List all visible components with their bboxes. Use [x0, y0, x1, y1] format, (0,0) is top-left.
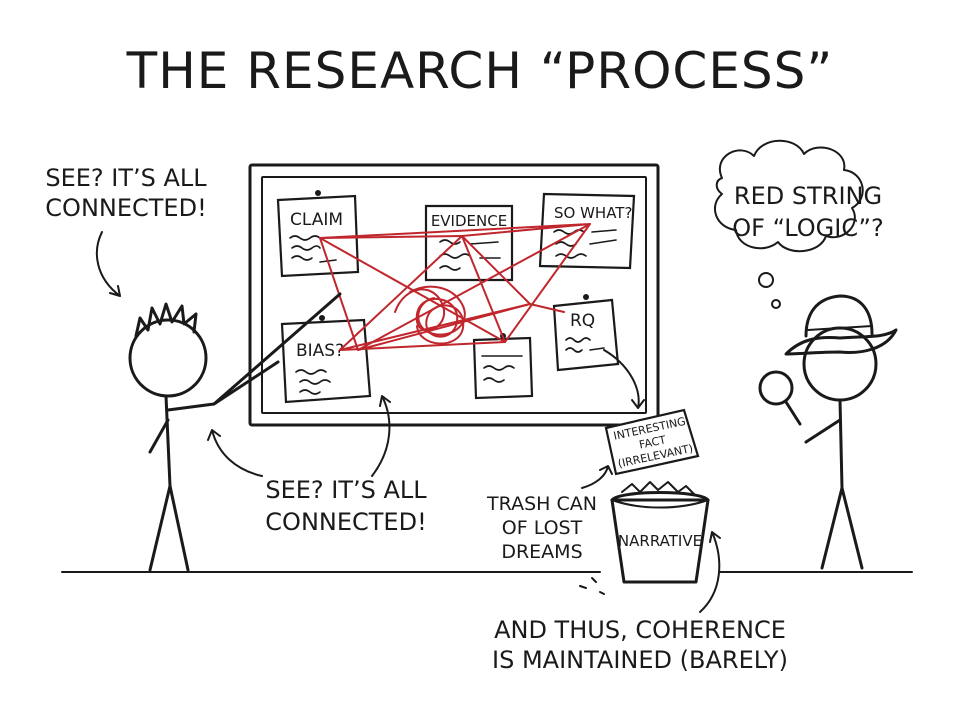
trash-caption-line3: DREAMS [501, 541, 582, 563]
speech-bottom-line2: CONNECTED! [265, 508, 426, 536]
arrow-to-board [371, 395, 391, 477]
speech-bottom-line1: SEE? IT’S ALL [265, 476, 427, 504]
note-claim: CLAIM [276, 190, 360, 278]
red-string [319, 223, 591, 351]
discarded-note [604, 408, 700, 476]
note-bias: BIAS? [280, 315, 372, 404]
arrow-rq-to-discard [603, 349, 645, 409]
corkboard [248, 163, 660, 427]
arrow-to-left-figure-2 [207, 429, 263, 477]
thought-bubble [714, 139, 864, 309]
thought-line2: OF “LOGIC”? [732, 214, 883, 242]
thought-line1: RED STRING [734, 182, 882, 210]
bottom-caption-line1: AND THUS, COHERENCE [494, 616, 786, 644]
speech-top-left-line1: SEE? IT’S ALL [45, 164, 207, 192]
stick-figure-left [128, 292, 342, 572]
trash-caption-line2: OF LOST [502, 517, 583, 539]
arrow-to-left-figure [95, 231, 121, 297]
arrow-caption-to-note [581, 465, 613, 489]
trash-can-icon [610, 481, 710, 584]
bottom-caption-line2: IS MAINTAINED (BARELY) [492, 646, 788, 674]
note-bias-label: BIAS? [296, 341, 344, 361]
trash-can-label: NARRATIVE [618, 532, 702, 550]
note-so-what: SO WHAT? [538, 192, 636, 270]
speech-top-left-line2: CONNECTED! [45, 194, 206, 222]
stick-figure-detective [758, 294, 898, 570]
note-so-what-label: SO WHAT? [554, 204, 632, 222]
note-rq-label: RQ [570, 311, 595, 331]
note-evidence-label: EVIDENCE [431, 212, 507, 230]
crumbs [579, 577, 605, 595]
discarded-note-line2: FACT [638, 433, 667, 451]
note-claim-label: CLAIM [290, 210, 343, 230]
comic-title: THE RESEARCH “PROCESS” [126, 42, 834, 100]
trash-caption-line1: TRASH CAN [486, 493, 597, 515]
note-rq: RQ [552, 294, 620, 372]
magnifying-glass-icon [758, 370, 802, 426]
arrow-caption-to-can [699, 531, 721, 613]
